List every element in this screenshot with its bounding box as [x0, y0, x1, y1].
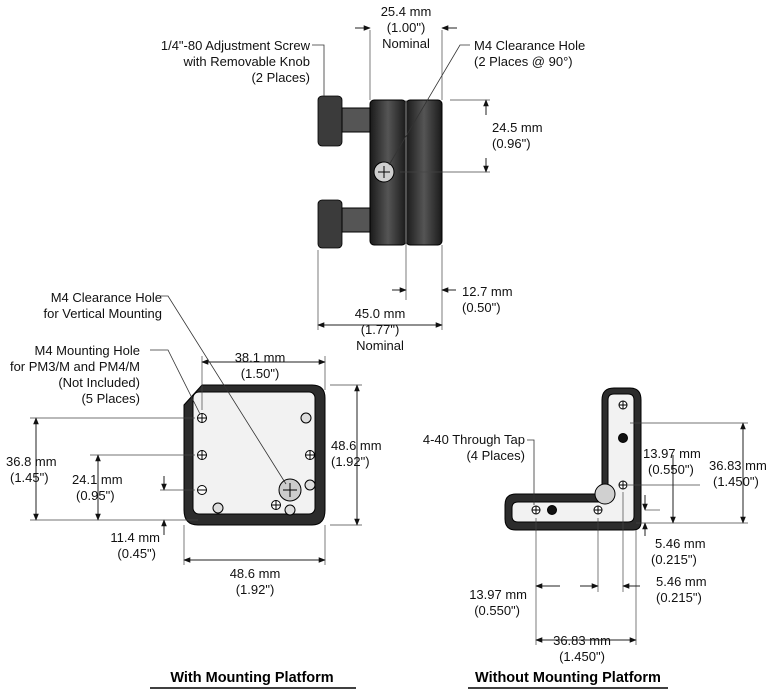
right-vertical-mm: 36.83 mm: [709, 458, 767, 473]
screw-head-top-right: [300, 412, 312, 424]
inner-horizontal-in: (0.550"): [474, 603, 520, 618]
m4-mounting-line1: M4 Mounting Hole: [35, 343, 141, 358]
bottom-dim-in: (1.92"): [236, 582, 275, 597]
right-dim-mm: 48.6 mm: [331, 438, 382, 453]
small-horizontal-in: (0.215"): [656, 590, 702, 605]
l-face: [511, 393, 635, 523]
small-horizontal-mm: 5.46 mm: [656, 574, 707, 589]
screw-shaft-lower: [341, 207, 373, 233]
m4-vertical-line2: for Vertical Mounting: [43, 306, 162, 321]
small-dim-mm: 11.4 mm: [110, 530, 160, 545]
top-dim-in: (1.50"): [241, 366, 280, 381]
width-bottom-mm: 45.0 mm: [355, 306, 406, 321]
width-bottom-nominal: Nominal: [356, 338, 404, 353]
caption-with-platform: With Mounting Platform: [170, 670, 333, 686]
screw-head-bottom: [284, 504, 296, 516]
adjuster-boss: [594, 483, 616, 505]
inner-vertical-mm: 13.97 mm: [643, 446, 701, 461]
without-platform-view: 4-40 Through Tap (4 Places) 13.97 mm (0.…: [423, 387, 767, 689]
m4-mounting-line3: (Not Included): [58, 375, 140, 390]
bottom-dim-mm: 48.6 mm: [230, 566, 281, 581]
inner-dim-in: (0.95"): [76, 488, 115, 503]
bottom-horizontal-mm: 36.83 mm: [553, 633, 611, 648]
tap-hole-3: [531, 505, 541, 515]
m4-vertical-line1: M4 Clearance Hole: [51, 290, 162, 305]
screw-hole-lower: [547, 505, 557, 515]
m4-mounting-line4: (5 Places): [81, 391, 140, 406]
screw-head-right: [304, 479, 316, 491]
inner-vertical-in: (0.550"): [648, 462, 694, 477]
screw-head-bottom-left: [212, 502, 224, 514]
right-vertical-in: (1.450"): [713, 474, 759, 489]
adjustment-knob-lower: [317, 199, 343, 249]
screw-shaft-upper: [341, 107, 373, 133]
width-top-mm: 25.4 mm: [381, 4, 432, 19]
m4-label-line2: (2 Places @ 90°): [474, 54, 573, 69]
mounting-hole-3: [197, 485, 207, 495]
screw-label-line1: 1/4"-80 Adjustment Screw: [161, 38, 311, 53]
width-top-in: (1.00"): [387, 20, 426, 35]
mounting-hole-2: [197, 450, 207, 460]
width-top-nominal: Nominal: [382, 36, 430, 51]
small-dim-in: (0.45"): [117, 546, 156, 561]
bottom-horizontal-in: (1.450"): [559, 649, 605, 664]
m4-mounting-line2: for PM3/M and PM4/M: [10, 359, 140, 374]
side-view: 25.4 mm (1.00") Nominal 1/4"-80 Adjustme…: [161, 4, 585, 353]
tap-hole-2: [618, 480, 628, 490]
screw-label-line3: (2 Places): [251, 70, 310, 85]
tap-hole-1: [618, 400, 628, 410]
m4-label-line1: M4 Clearance Hole: [474, 38, 585, 53]
top-dim-mm: 38.1 mm: [235, 350, 286, 365]
caption-without-platform: Without Mounting Platform: [475, 670, 661, 686]
with-platform-view: M4 Clearance Hole for Vertical Mounting …: [6, 290, 382, 689]
rear-plate: [405, 99, 443, 246]
width-bottom-in: (1.77"): [361, 322, 400, 337]
inner-horizontal-mm: 13.97 mm: [469, 587, 527, 602]
screw-hole-upper: [618, 433, 628, 443]
left-dim-mm: 36.8 mm: [6, 454, 57, 469]
tap-label-line1: 4-40 Through Tap: [423, 432, 525, 447]
small-vertical-mm: 5.46 mm: [655, 536, 706, 551]
left-dim-in: (1.45"): [10, 470, 49, 485]
adjustment-knob-upper: [317, 95, 343, 147]
right-offset-in: (0.50"): [462, 300, 501, 315]
mounting-hole-4: [271, 500, 281, 510]
tap-hole-4: [593, 505, 603, 515]
height-right-in: (0.96"): [492, 136, 531, 151]
mounting-hole-5: [305, 450, 315, 460]
height-right-mm: 24.5 mm: [492, 120, 543, 135]
screw-label-line2: with Removable Knob: [183, 54, 310, 69]
small-vertical-in: (0.215"): [651, 552, 697, 567]
mounting-hole-1: [197, 413, 207, 423]
tap-label-line2: (4 Places): [466, 448, 525, 463]
right-offset-mm: 12.7 mm: [462, 284, 513, 299]
inner-dim-mm: 24.1 mm: [72, 472, 123, 487]
right-dim-in: (1.92"): [331, 454, 370, 469]
